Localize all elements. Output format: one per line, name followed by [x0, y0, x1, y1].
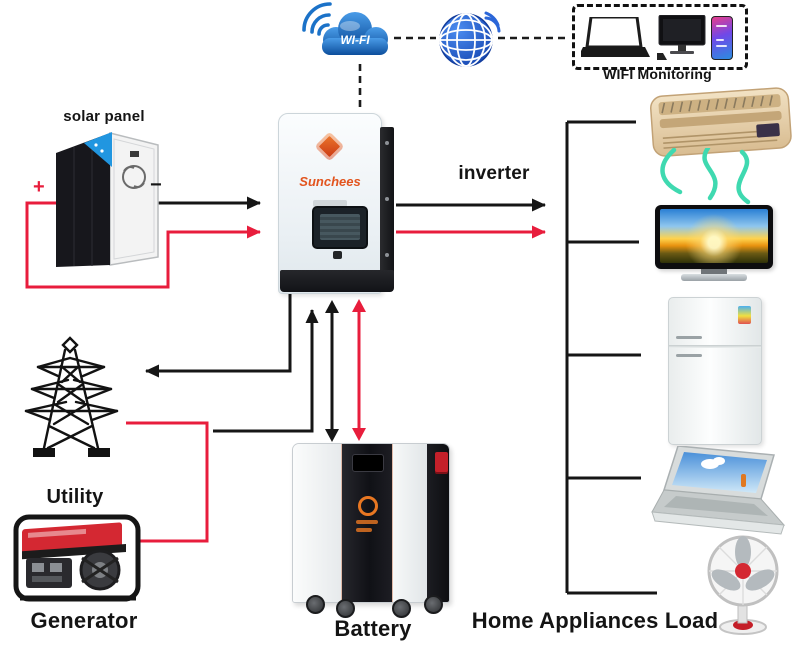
battery-wheel — [336, 599, 355, 618]
utility-label: Utility — [46, 486, 104, 508]
tv-screen — [660, 209, 768, 263]
inverter-button — [333, 251, 342, 259]
battery-icon — [292, 443, 450, 618]
tv-icon — [655, 205, 775, 289]
air-conditioner-icon — [648, 86, 796, 164]
battery-wheel — [424, 595, 443, 614]
notebook-icon — [648, 446, 796, 550]
utility-tower-icon — [18, 336, 126, 462]
solar-plus-sign: + — [33, 176, 45, 198]
fan-icon — [700, 533, 786, 635]
solar-panel-icon — [40, 125, 160, 270]
black-arrowheads — [325, 300, 339, 442]
solar-panel-label: solar panel — [63, 108, 145, 125]
red-wires — [25, 201, 546, 543]
inverter-logo — [314, 131, 345, 162]
airflow-icon — [656, 148, 766, 208]
battery-breaker — [435, 452, 448, 472]
inverter-icon: Sunchees — [278, 113, 394, 294]
battery-front-strip — [342, 444, 393, 602]
inverter-bottom-panel — [280, 270, 394, 292]
fridge-sticker — [738, 306, 751, 324]
black-wires — [145, 120, 657, 595]
inverter-brand: Sunchees — [299, 174, 361, 189]
laptop-icon — [581, 17, 650, 57]
battery-logo — [358, 496, 378, 516]
battery-wheel — [306, 595, 325, 614]
generator-icon — [12, 512, 144, 606]
wifi-monitoring-box — [572, 4, 748, 70]
wifi-cloud-icon: WI-FI — [298, 0, 400, 66]
wifi-dashed-links — [358, 36, 570, 112]
inverter-lcd-screen — [312, 206, 368, 249]
globe-icon — [436, 6, 502, 68]
keyboard-icon — [657, 53, 667, 60]
inverter-label: inverter — [458, 163, 530, 184]
inverter-model-text — [313, 200, 347, 207]
panel-sticker — [84, 132, 112, 167]
home-appliances-label: Home Appliances Load — [471, 608, 719, 633]
battery-display — [352, 454, 384, 472]
wifi-cloud-label: WI-FI — [340, 33, 370, 47]
panel-logo — [122, 165, 146, 189]
solar-minus-sign: − — [150, 174, 162, 196]
inverter-side-panel — [380, 127, 394, 279]
battery-wheel — [392, 599, 411, 618]
battery-cabinet — [292, 443, 450, 603]
battery-label: Battery — [334, 616, 412, 641]
generator-label: Generator — [30, 608, 138, 633]
ac-display — [756, 123, 780, 138]
inverter-shell: Sunchees — [278, 113, 382, 294]
wifi-monitoring-label: WIFI Monitoring — [603, 66, 712, 82]
wifi-signal-icon — [302, 2, 332, 36]
refrigerator-icon — [668, 297, 762, 445]
smartphone-icon — [711, 16, 733, 60]
red-arrowheads — [352, 299, 366, 441]
battery-side-panel — [427, 444, 449, 602]
monitor-icon — [657, 15, 706, 60]
globe-signal-icon — [484, 11, 501, 33]
